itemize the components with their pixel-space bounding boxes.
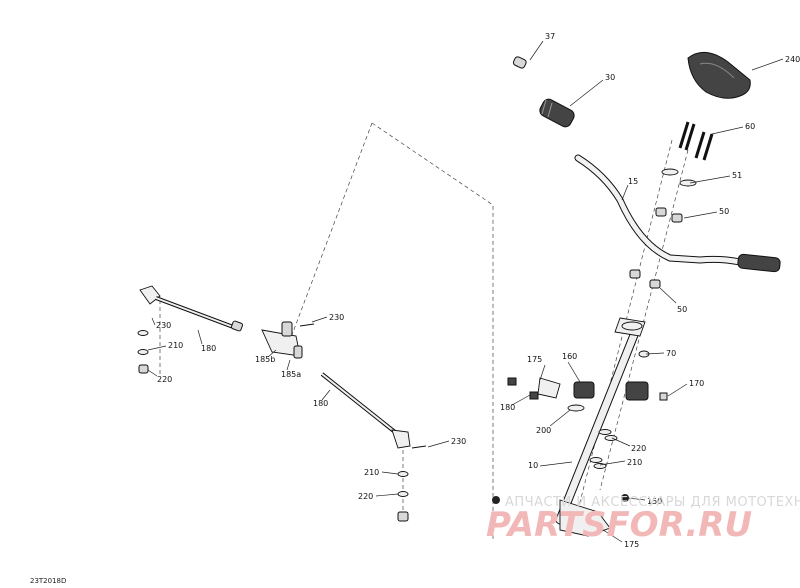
- leader-lines: [147, 40, 784, 543]
- callout-180-upper: 180: [201, 344, 216, 353]
- callout-210-left: 210: [168, 341, 183, 350]
- callout-240: 240: [785, 55, 800, 64]
- callout-160: 160: [562, 352, 577, 361]
- callout-50-lower: 50: [677, 305, 687, 314]
- callout-200: 200: [536, 426, 551, 435]
- callout-180-lower: 180: [313, 399, 328, 408]
- callout-230-left: 230: [156, 321, 171, 330]
- callout-230-right: 230: [451, 437, 466, 446]
- handlebar-grip: [539, 98, 575, 128]
- watermark-logo: PARTSFOR.RU: [486, 505, 752, 545]
- bar-end-plug: [512, 56, 527, 69]
- steering-column: [555, 317, 646, 537]
- handlebar-cover: [687, 51, 751, 99]
- callout-10: 10: [528, 461, 538, 470]
- callout-175-lower: 175: [624, 540, 639, 549]
- callout-15: 15: [628, 177, 638, 186]
- callout-51: 51: [732, 171, 742, 180]
- callout-230-center: 230: [329, 313, 344, 322]
- watermark-tagline: АПЧАСТИ И АКСЕССУАРЫ ДЛЯ МОТОТЕХНИКИ: [505, 495, 800, 510]
- column-hardware: [492, 429, 629, 504]
- handlebar-bolts: [678, 121, 714, 161]
- steering-axis-dashed-line: [599, 149, 689, 491]
- callout-210-column: 210: [627, 458, 642, 467]
- callout-150: 150: [647, 497, 662, 506]
- callout-210-right: 210: [364, 468, 379, 477]
- callout-60: 60: [745, 122, 755, 131]
- callout-170: 170: [689, 379, 704, 388]
- callout-185b: 185b: [255, 355, 275, 364]
- diagram-reference-code: 23T2018D: [30, 577, 66, 585]
- assembly-dashed-line: [289, 122, 373, 341]
- tie-rod-lower: [320, 372, 411, 449]
- callout-220-left: 220: [157, 375, 172, 384]
- callout-30: 30: [605, 73, 615, 82]
- callout-180-column: 180: [500, 403, 515, 412]
- handlebar: [574, 154, 781, 273]
- callout-50-upper: 50: [719, 207, 729, 216]
- callout-37: 37: [545, 32, 555, 41]
- steering-arm-185: [261, 321, 303, 359]
- callout-185a: 185a: [281, 370, 301, 379]
- tie-rod-upper: [139, 285, 244, 332]
- column-brackets: [507, 350, 668, 412]
- assembly-dashed-line: [371, 122, 494, 540]
- callout-175-upper: 175: [527, 355, 542, 364]
- handlebar-clamps: [629, 168, 697, 289]
- callout-220-right: 220: [358, 492, 373, 501]
- callout-70: 70: [666, 349, 676, 358]
- callout-220-column: 220: [631, 444, 646, 453]
